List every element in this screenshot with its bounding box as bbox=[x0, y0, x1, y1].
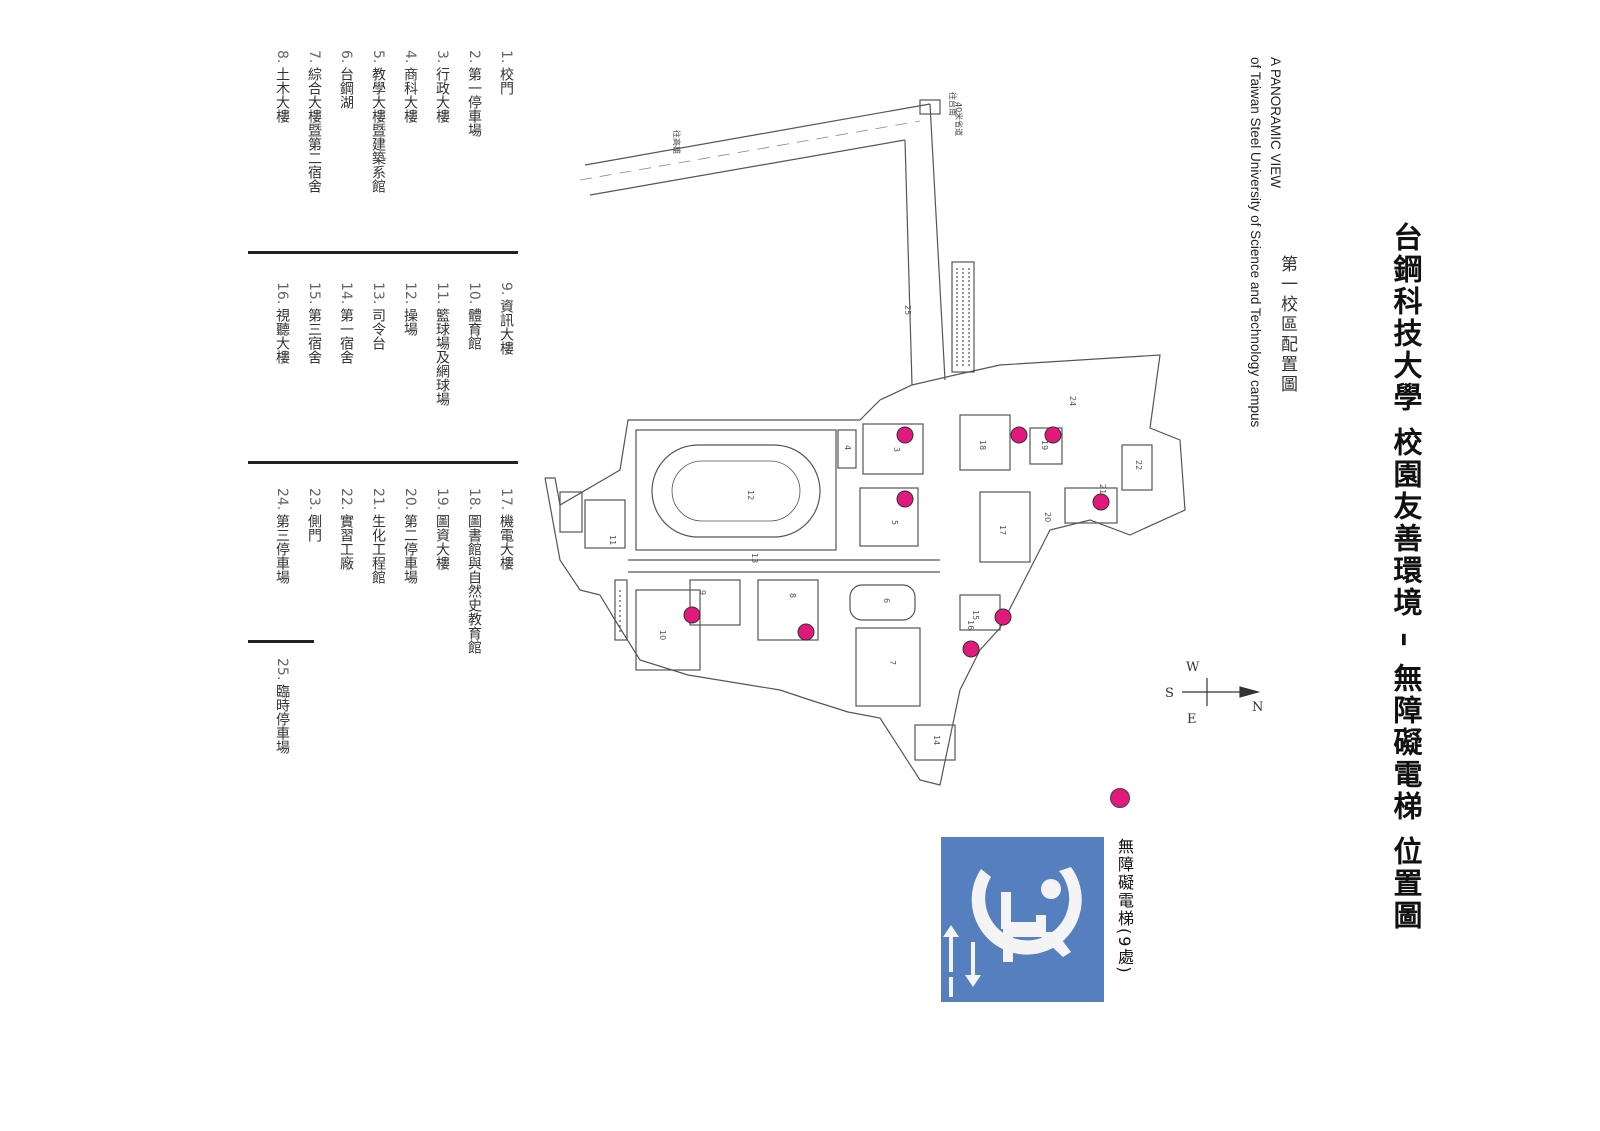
svg-text:22: 22 bbox=[1134, 460, 1143, 470]
wheelchair-elevator-icon bbox=[941, 837, 1104, 1002]
compass bbox=[1182, 678, 1261, 706]
running-track bbox=[651, 444, 821, 538]
building-list-item: 20.第二停車場 bbox=[402, 488, 418, 585]
svg-text:5: 5 bbox=[890, 520, 899, 525]
list-divider bbox=[248, 251, 518, 254]
building-11 bbox=[584, 499, 626, 549]
svg-text:10: 10 bbox=[658, 630, 667, 640]
elevator-marker bbox=[1044, 426, 1062, 444]
svg-text:19: 19 bbox=[1040, 440, 1049, 450]
building-7 bbox=[855, 627, 921, 707]
building-14 bbox=[914, 724, 956, 761]
svg-text:4: 4 bbox=[843, 445, 852, 450]
building-list-item: 6.台鋼湖 bbox=[338, 50, 354, 110]
road-label: 往台南 bbox=[948, 92, 958, 116]
svg-text:18: 18 bbox=[978, 440, 987, 450]
list-divider bbox=[248, 461, 518, 464]
elevator-marker bbox=[1092, 493, 1110, 511]
building-list-item: 13.司令台 bbox=[370, 282, 386, 351]
building-list-item: 11.籃球場及網球場 bbox=[434, 282, 450, 407]
svg-text:7: 7 bbox=[888, 660, 897, 665]
svg-text:12: 12 bbox=[746, 490, 755, 500]
elevator-marker bbox=[896, 426, 914, 444]
elevator-marker bbox=[1010, 426, 1028, 444]
building-22 bbox=[1121, 444, 1153, 491]
legend-label: 無障礙電梯(9處) bbox=[1115, 838, 1134, 975]
building-list-item: 1.校門 bbox=[498, 50, 514, 96]
compass-north-label: N bbox=[1252, 700, 1264, 715]
highway-road bbox=[584, 103, 931, 166]
svg-text:25: 25 bbox=[903, 305, 912, 315]
building-list-item: 23.側門 bbox=[306, 488, 322, 543]
svg-text:9: 9 bbox=[698, 590, 707, 595]
building-list-item: 8.土木大樓 bbox=[274, 50, 290, 124]
entrance-road bbox=[904, 139, 913, 386]
building-list-item: 2.第一停車場 bbox=[466, 50, 482, 138]
building-18 bbox=[959, 414, 1011, 471]
building-list-item: 14.第一宿舍 bbox=[338, 282, 354, 365]
building-list-item: 24.第三停車場 bbox=[274, 488, 290, 585]
english-title-line2: of Taiwan Steel University of Science an… bbox=[1248, 57, 1263, 428]
svg-text:14: 14 bbox=[932, 735, 941, 745]
building-list-item: 3.行政大樓 bbox=[434, 50, 450, 124]
highway-road bbox=[589, 139, 906, 196]
compass-west-label: W bbox=[1186, 660, 1200, 675]
elevator-markers bbox=[683, 426, 1110, 658]
svg-text:21: 21 bbox=[1098, 484, 1107, 494]
road-label: 往高雄 bbox=[672, 130, 682, 154]
page-title: 台鋼科技大學 校園友善環境 – 無障礙電梯 位置圖 bbox=[1389, 222, 1423, 932]
list-divider bbox=[248, 640, 314, 643]
campus-boundary bbox=[545, 354, 1186, 786]
building-10 bbox=[635, 589, 701, 671]
building-21 bbox=[1064, 487, 1118, 524]
sports-field bbox=[635, 429, 837, 551]
road-label: 40米省道 bbox=[954, 102, 964, 136]
svg-text:11: 11 bbox=[608, 535, 617, 545]
building-list-item: 10.體育館 bbox=[466, 282, 482, 351]
building-list-item: 19.圖資大樓 bbox=[434, 488, 450, 571]
elevator-marker bbox=[797, 623, 815, 641]
svg-text:24: 24 bbox=[1068, 396, 1077, 406]
building-list-item: 15.第三宿舍 bbox=[306, 282, 322, 365]
svg-text:15: 15 bbox=[971, 610, 980, 620]
building-list-item: 12.操場 bbox=[402, 282, 418, 337]
building-list-item: 9.資訊大樓 bbox=[498, 282, 514, 356]
svg-text:8: 8 bbox=[788, 593, 797, 598]
svg-text:17: 17 bbox=[998, 525, 1007, 535]
building-list-item: 16.視聽大樓 bbox=[274, 282, 290, 365]
elevator-marker bbox=[683, 606, 701, 624]
building-9 bbox=[689, 579, 741, 626]
building-17 bbox=[979, 491, 1031, 563]
legend-marker bbox=[1110, 788, 1130, 808]
elevator-marker bbox=[896, 490, 914, 508]
lake-6 bbox=[849, 584, 916, 621]
building-list-item: 25.臨時停車場 bbox=[274, 658, 290, 755]
building-3 bbox=[862, 423, 924, 475]
building-5 bbox=[859, 487, 919, 547]
english-title-line1: A PANORAMIC VIEW bbox=[1268, 57, 1283, 189]
building-4 bbox=[837, 429, 857, 469]
building-8 bbox=[757, 579, 819, 641]
svg-text:3: 3 bbox=[892, 447, 901, 452]
parking-lot-2 bbox=[951, 261, 975, 373]
entrance-road bbox=[929, 103, 946, 381]
svg-text:6: 6 bbox=[882, 598, 891, 603]
elevator-marker bbox=[994, 608, 1012, 626]
building-list-item: 22.實習工廠 bbox=[338, 488, 354, 571]
building-list-item: 4.商科大樓 bbox=[402, 50, 418, 124]
svg-text:16: 16 bbox=[966, 620, 975, 630]
svg-text:20: 20 bbox=[1043, 512, 1052, 522]
compass-south-label: S bbox=[1165, 686, 1174, 701]
compass-east-label: E bbox=[1187, 712, 1197, 727]
building-list-item: 17.機電大樓 bbox=[498, 488, 514, 571]
building-list-item: 7.綜合大樓暨第二宿舍 bbox=[306, 50, 322, 194]
map-subtitle: 第一校區配置圖 bbox=[1277, 255, 1297, 395]
building-list-item: 18.圖書館與自然史教育館 bbox=[466, 488, 482, 655]
building-list-item: 5.教學大樓暨建築系館 bbox=[370, 50, 386, 194]
building-list-item: 21.生化工程館 bbox=[370, 488, 386, 585]
building-19 bbox=[1029, 427, 1063, 465]
elevator-marker bbox=[962, 640, 980, 658]
svg-text:13: 13 bbox=[750, 553, 759, 563]
